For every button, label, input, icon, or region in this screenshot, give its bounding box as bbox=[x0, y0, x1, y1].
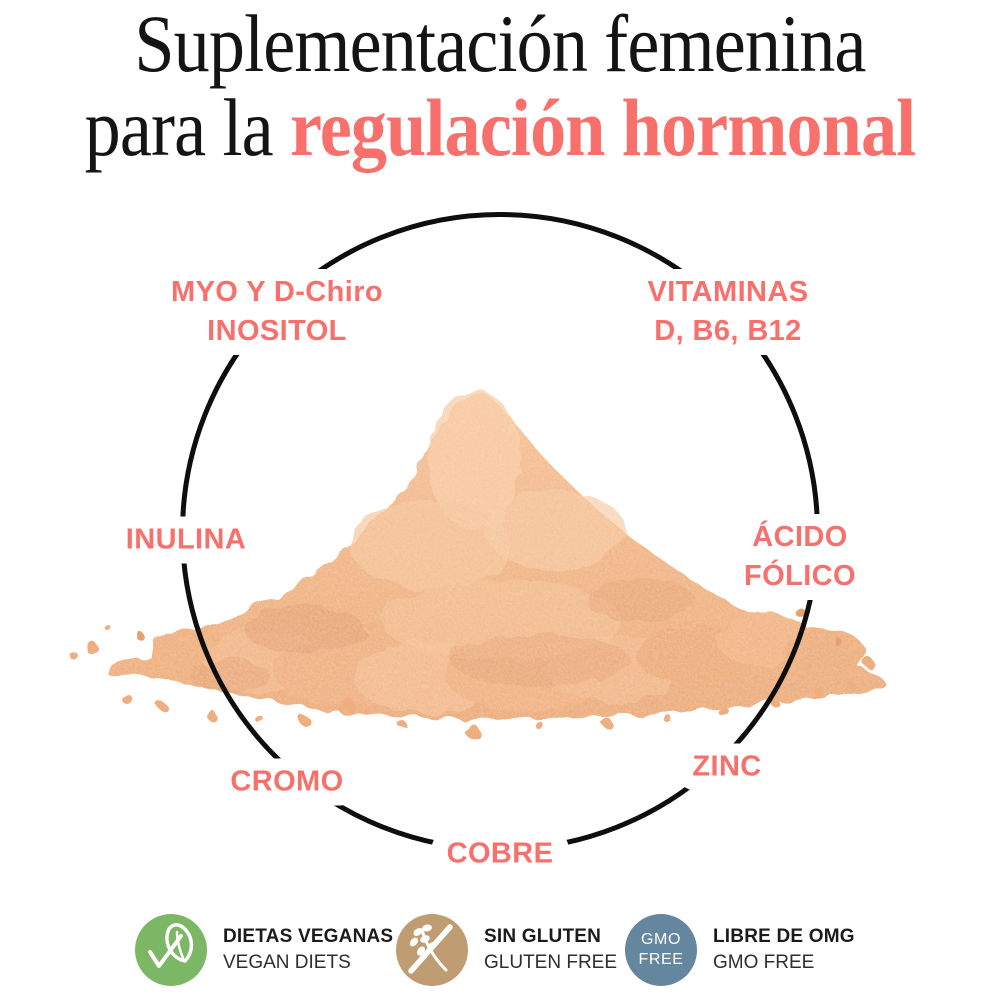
badge-title: SIN GLUTEN bbox=[484, 926, 602, 947]
badge-gmo-free: GMO FREE LIBRE DE OMG GMO FREE bbox=[625, 914, 855, 986]
title-line-1: Suplementación femenina bbox=[134, 0, 866, 89]
badge-text: SIN GLUTEN GLUTEN FREE bbox=[484, 926, 617, 974]
title-line-2: para la regulación hormonal bbox=[60, 86, 940, 170]
badge-vegan-diets: DIETAS VEGANAS VEGAN DIETS bbox=[135, 914, 393, 986]
wheat-crossed-icon bbox=[396, 914, 468, 986]
gmo-free-badge-text: GMO FREE bbox=[638, 931, 684, 968]
ingredient-label-cobre: COBRE bbox=[431, 830, 569, 878]
leaf-check-icon bbox=[135, 914, 207, 986]
badge-gluten-free: SIN GLUTEN GLUTEN FREE bbox=[396, 914, 617, 986]
ingredient-label-acido-folico: ÁCIDO FÓLICO bbox=[729, 514, 871, 600]
title-line-2-accent: regulación hormonal bbox=[289, 82, 916, 173]
badge-title: LIBRE DE OMG bbox=[713, 926, 855, 947]
badge-text: DIETAS VEGANAS VEGAN DIETS bbox=[223, 926, 393, 974]
badge-title: DIETAS VEGANAS bbox=[223, 926, 394, 947]
gmo-free-badge-icon: GMO FREE bbox=[625, 914, 697, 986]
badge-subtitle: GLUTEN FREE bbox=[484, 952, 618, 973]
ingredient-label-vitaminas: VITAMINAS D, B6, B12 bbox=[632, 269, 824, 355]
ingredient-label-inulina: INULINA bbox=[110, 516, 262, 564]
ingredient-label-cromo: CROMO bbox=[215, 758, 359, 806]
title-line-2-prefix: para la bbox=[84, 82, 290, 173]
page-title: Suplementación femenina para la regulaci… bbox=[0, 2, 1000, 170]
badge-subtitle: VEGAN DIETS bbox=[223, 952, 351, 973]
ingredient-label-zinc: ZINC bbox=[677, 743, 777, 791]
badge-subtitle: GMO FREE bbox=[713, 952, 815, 973]
ingredient-label-myo-inositol: MYO Y D-Chiro INOSITOL bbox=[156, 269, 398, 355]
badge-text: LIBRE DE OMG GMO FREE bbox=[713, 926, 855, 974]
